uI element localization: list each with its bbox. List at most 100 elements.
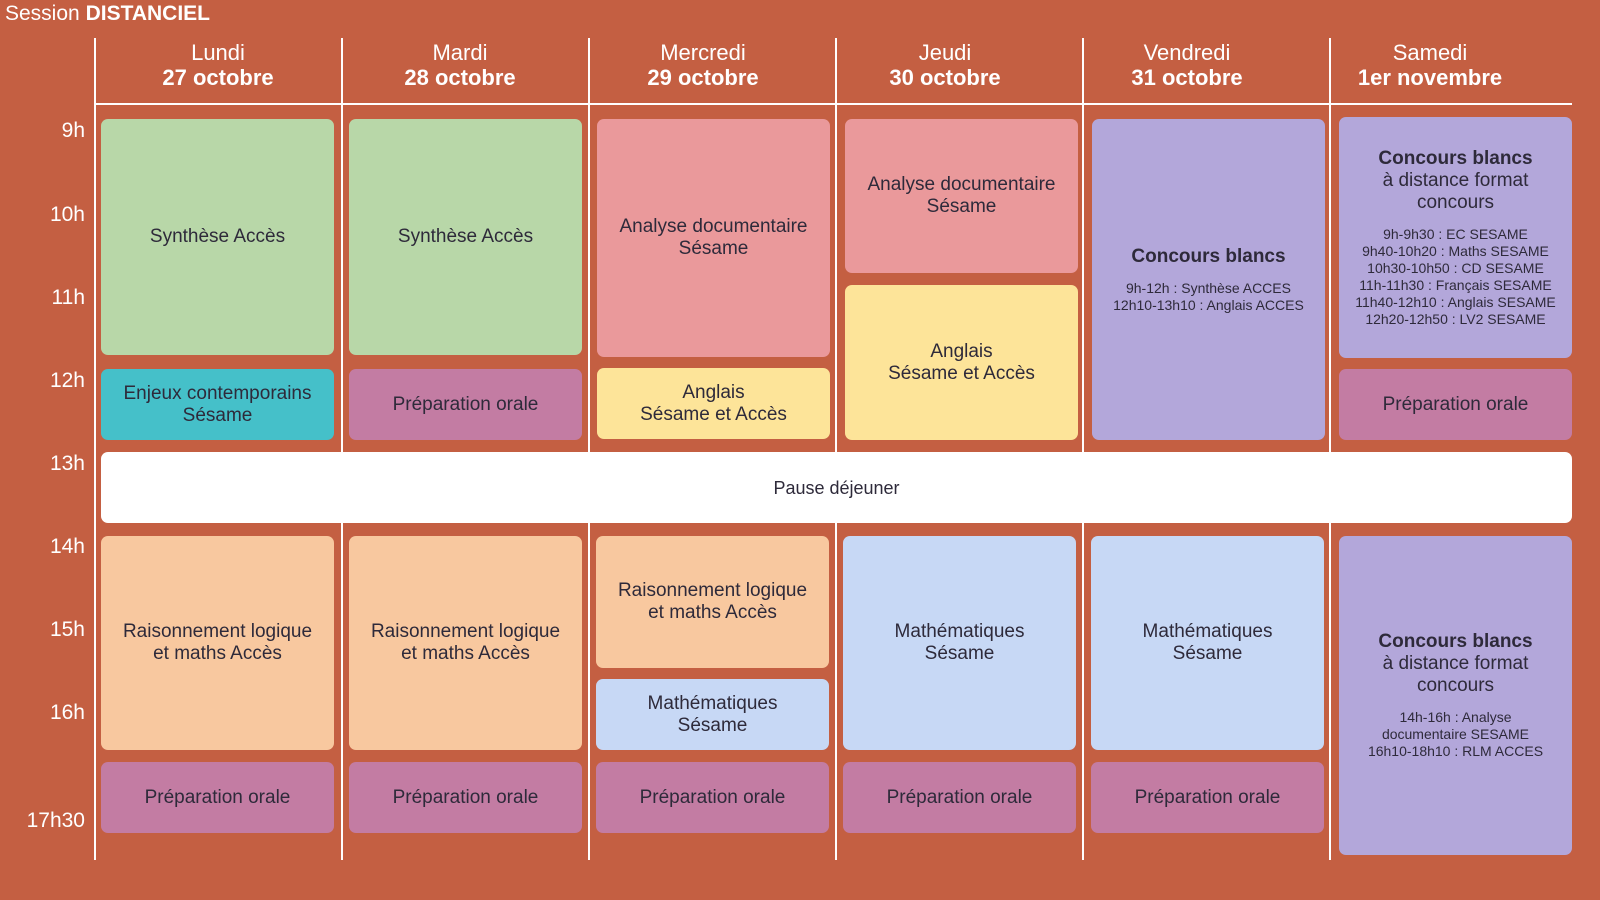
course-label: Sésame <box>1172 643 1243 664</box>
course-block-concours-blancs[interactable]: Concours blancs à distance format concou… <box>1339 536 1572 855</box>
concours-detail-line: 12h20-12h50 : LV2 SESAME <box>1365 310 1546 327</box>
concours-details: 9h-9h30 : EC SESAME 9h40-10h20 : Maths S… <box>1355 226 1556 328</box>
concours-detail-line: 10h30-10h50 : CD SESAME <box>1367 259 1544 276</box>
column-divider <box>1082 38 1084 860</box>
course-label: Raisonnement logique <box>617 580 808 601</box>
session-name: DISTANCIEL <box>85 2 211 25</box>
time-label: 15h <box>49 618 85 641</box>
course-label: Préparation orale <box>392 786 539 808</box>
column-divider <box>835 38 837 860</box>
concours-detail-line: 9h-9h30 : EC SESAME <box>1383 225 1528 242</box>
lunch-break-block: Pause déjeuner <box>101 452 1572 523</box>
course-label: Préparation orale <box>1134 786 1281 808</box>
day-date: 27 octobre <box>162 65 274 90</box>
concours-title: Concours blancs <box>1378 147 1533 169</box>
course-block-synthese[interactable]: Synthèse Accès <box>349 119 582 355</box>
day-name: Mardi <box>432 40 488 65</box>
time-label: 10h <box>49 203 85 226</box>
column-divider <box>341 38 343 860</box>
course-block-analyse[interactable]: Analyse documentaire Sésame <box>845 119 1078 273</box>
course-label: Préparation orale <box>1382 393 1529 415</box>
course-label: Anglais <box>682 381 745 403</box>
course-label: Sésame et Accès <box>888 362 1035 384</box>
course-block-concours-blancs[interactable]: Concours blancs à distance format concou… <box>1339 117 1572 358</box>
course-label: Analyse documentaire <box>619 216 808 237</box>
course-label: Mathématiques <box>647 692 778 714</box>
concours-details: 9h-12h : Synthèse ACCES 12h10-13h10 : An… <box>1113 280 1304 314</box>
course-block-enjeux[interactable]: Enjeux contemporains Sésame <box>101 369 334 440</box>
concours-subtitle: concours <box>1416 191 1495 213</box>
concours-subtitle: à distance format <box>1382 169 1529 191</box>
concours-details: 14h-16h : Analyse documentaire SESAME 16… <box>1368 709 1543 760</box>
course-block-preparation[interactable]: Préparation orale <box>596 762 829 833</box>
day-header-vendredi: Vendredi 31 octobre <box>1067 40 1307 90</box>
course-block-raisonnement[interactable]: Raisonnement logique et maths Accès <box>101 536 334 750</box>
day-date: 28 octobre <box>404 65 516 90</box>
day-header-lundi: Lundi 27 octobre <box>98 40 338 90</box>
course-label: Sésame <box>182 404 253 426</box>
day-name: Vendredi <box>1143 40 1231 65</box>
column-divider <box>588 38 590 860</box>
course-block-synthese[interactable]: Synthèse Accès <box>101 119 334 355</box>
course-label: Raisonnement logique <box>122 621 313 642</box>
course-label: Mathématiques <box>1142 621 1273 642</box>
session-label: Session <box>5 2 80 25</box>
time-label: 9h <box>61 119 85 142</box>
course-block-preparation[interactable]: Préparation orale <box>349 762 582 833</box>
course-block-mathematiques[interactable]: Mathématiques Sésame <box>843 536 1076 750</box>
course-block-mathematiques[interactable]: Mathématiques Sésame <box>1091 536 1324 750</box>
course-label: Enjeux contemporains <box>123 382 312 404</box>
header-divider <box>95 103 1572 105</box>
day-date: 29 octobre <box>647 65 759 90</box>
day-date: 31 octobre <box>1131 65 1243 90</box>
concours-subtitle: concours <box>1416 675 1495 696</box>
day-name: Jeudi <box>918 40 972 65</box>
course-block-preparation[interactable]: Préparation orale <box>1091 762 1324 833</box>
course-block-preparation[interactable]: Préparation orale <box>349 369 582 440</box>
concours-title: Concours blancs <box>1378 631 1533 652</box>
course-block-mathematiques[interactable]: Mathématiques Sésame <box>596 679 829 750</box>
course-block-raisonnement[interactable]: Raisonnement logique et maths Accès <box>596 536 829 668</box>
course-block-anglais[interactable]: Anglais Sésame et Accès <box>597 368 830 439</box>
day-header-samedi: Samedi 1er novembre <box>1310 40 1550 90</box>
column-divider <box>1329 38 1331 860</box>
day-header-mercredi: Mercredi 29 octobre <box>583 40 823 90</box>
course-label: Synthèse Accès <box>149 226 286 247</box>
course-label: et maths Accès <box>648 602 777 623</box>
course-block-preparation[interactable]: Préparation orale <box>843 762 1076 833</box>
column-divider <box>94 38 96 860</box>
course-label: Anglais <box>930 340 993 362</box>
concours-title: Concours blancs <box>1131 245 1286 267</box>
concours-detail-line: 16h10-18h10 : RLM ACCES <box>1367 743 1544 759</box>
course-label: Sésame <box>677 714 748 736</box>
course-block-analyse[interactable]: Analyse documentaire Sésame <box>597 119 830 357</box>
course-label: Préparation orale <box>886 786 1033 808</box>
course-block-concours-blancs[interactable]: Concours blancs 9h-12h : Synthèse ACCES … <box>1092 119 1325 440</box>
concours-detail-line: documentaire SESAME <box>1381 726 1530 742</box>
course-label: Préparation orale <box>639 786 786 808</box>
course-label: Sésame et Accès <box>640 403 787 425</box>
time-label: 11h <box>51 286 85 309</box>
course-block-preparation[interactable]: Préparation orale <box>101 762 334 833</box>
concours-subtitle: à distance format <box>1382 653 1529 674</box>
day-date: 30 octobre <box>889 65 1001 90</box>
course-label: et maths Accès <box>401 643 530 664</box>
course-label: Mathématiques <box>894 621 1025 642</box>
time-label: 12h <box>49 369 85 392</box>
concours-detail-line: 11h40-12h10 : Anglais SESAME <box>1355 293 1556 310</box>
day-header-jeudi: Jeudi 30 octobre <box>825 40 1065 90</box>
lunch-break-label: Pause déjeuner <box>773 477 900 498</box>
course-block-raisonnement[interactable]: Raisonnement logique et maths Accès <box>349 536 582 750</box>
course-label: Préparation orale <box>392 393 539 415</box>
course-block-preparation[interactable]: Préparation orale <box>1339 369 1572 440</box>
course-label: Préparation orale <box>144 786 291 808</box>
session-title: Session DISTANCIEL <box>5 2 210 26</box>
concours-detail-line: 12h10-13h10 : Anglais ACCES <box>1113 296 1304 313</box>
concours-detail-line: 9h40-10h20 : Maths SESAME <box>1362 242 1549 259</box>
time-label: 14h <box>49 535 85 558</box>
day-date: 1er novembre <box>1357 65 1503 90</box>
time-label: 17h30 <box>26 809 85 832</box>
concours-detail-line: 14h-16h : Analyse <box>1399 709 1512 725</box>
course-block-anglais[interactable]: Anglais Sésame et Accès <box>845 285 1078 440</box>
course-label: Analyse documentaire <box>867 174 1056 195</box>
